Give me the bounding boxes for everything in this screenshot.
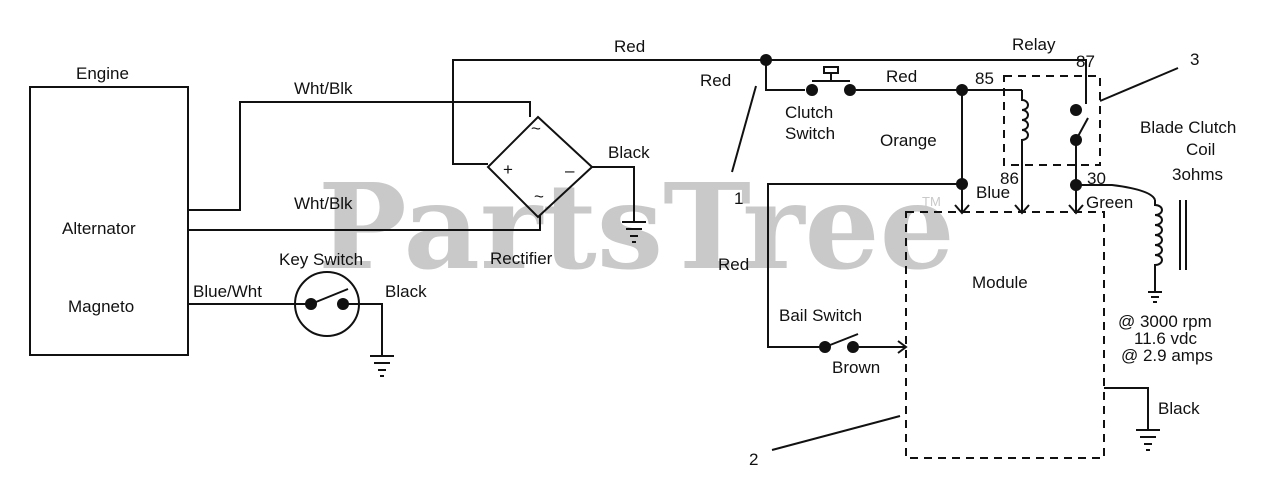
red-clutch-label: Red — [886, 67, 917, 86]
orange-label: Orange — [880, 131, 937, 150]
black-key-label: Black — [385, 282, 427, 301]
engine-label: Engine — [76, 64, 129, 83]
module-label: Module — [972, 273, 1028, 292]
spec-rpm: @ 3000 rpm — [1118, 312, 1212, 331]
callout-1-label: 1 — [734, 189, 743, 208]
blue-label: Blue — [976, 183, 1010, 202]
alternator-label: Alternator — [62, 219, 136, 238]
callout-2-label: 2 — [749, 450, 758, 469]
callout-1-leader — [731, 85, 757, 173]
ground-blade-clutch — [1148, 291, 1162, 303]
blade-clutch-label-2: Coil — [1186, 140, 1215, 159]
ground-rectifier — [622, 221, 646, 243]
callout-3-leader — [1099, 67, 1179, 102]
black-module-label: Black — [1158, 399, 1200, 418]
red-node-label: Red — [700, 71, 731, 90]
spec-amps: @ 2.9 amps — [1121, 346, 1213, 365]
clutch-switch-terminal-right — [844, 84, 856, 96]
blade-clutch-coil — [1154, 200, 1163, 292]
blue-wht-label: Blue/Wht — [193, 282, 262, 301]
wire-black-key — [343, 303, 383, 356]
green-label: Green — [1086, 193, 1133, 212]
pin-85-label: 85 — [975, 69, 994, 88]
brown-label: Brown — [832, 358, 880, 377]
clutch-switch-label-1: Clutch — [785, 103, 833, 122]
magneto-label: Magneto — [68, 297, 134, 316]
wire-wht-blk-lower — [188, 215, 541, 231]
wht-blk-lower-label: Wht/Blk — [294, 194, 353, 213]
clutch-switch-terminal-left — [806, 84, 818, 96]
ground-key-switch — [370, 355, 394, 377]
watermark-tm: TM — [922, 194, 941, 209]
wire-red-to-clutch — [765, 60, 805, 91]
engine-box — [29, 86, 189, 356]
rectifier-minus: – — [565, 161, 575, 180]
red-left-label: Red — [718, 255, 749, 274]
wire-black-module — [1104, 387, 1149, 430]
rectifier-plus: + — [503, 160, 513, 179]
relay-box — [1003, 75, 1101, 166]
relay-contact-blade — [1075, 117, 1089, 141]
wire-red-top — [452, 59, 1087, 165]
bail-switch-label: Bail Switch — [779, 306, 862, 325]
wire-blue — [767, 183, 962, 348]
key-switch-blade — [310, 288, 349, 305]
pin-87-label: 87 — [1076, 52, 1095, 71]
blade-clutch-label-3: 3ohms — [1172, 165, 1223, 184]
bail-switch-blade — [824, 333, 859, 348]
wire-black-rectifier — [592, 166, 635, 222]
watermark: PartsTree — [318, 157, 955, 296]
relay-label: Relay — [1012, 35, 1056, 54]
wire-green — [1076, 184, 1156, 201]
pin-30-label: 30 — [1087, 169, 1106, 188]
red-top-label: Red — [614, 37, 645, 56]
module-pin-brown — [897, 340, 908, 354]
wht-blk-upper-label: Wht/Blk — [294, 79, 353, 98]
clutch-switch-button — [823, 66, 839, 74]
spec-vdc: 11.6 vdc — [1134, 329, 1198, 348]
clutch-switch-label-2: Switch — [785, 124, 835, 143]
key-switch-label: Key Switch — [279, 250, 363, 269]
rectifier-ac-bottom: ~ — [534, 187, 544, 206]
ground-module — [1136, 429, 1160, 451]
blade-clutch-label-1: Blade Clutch — [1140, 118, 1236, 137]
callout-2-leader — [771, 415, 901, 451]
rectifier-ac-top: ~ — [531, 119, 541, 138]
pin-86-label: 86 — [1000, 169, 1019, 188]
black-rectifier-label: Black — [608, 143, 650, 162]
rectifier-label: Rectifier — [490, 249, 553, 268]
callout-3-label: 3 — [1190, 50, 1199, 69]
relay-contact-87 — [1070, 104, 1082, 116]
relay-coil — [1021, 90, 1029, 212]
bail-switch-terminal-right — [847, 341, 859, 353]
rectifier-bridge — [486, 115, 594, 219]
wire-wht-blk-upper — [188, 101, 531, 211]
module-box — [905, 211, 1105, 459]
